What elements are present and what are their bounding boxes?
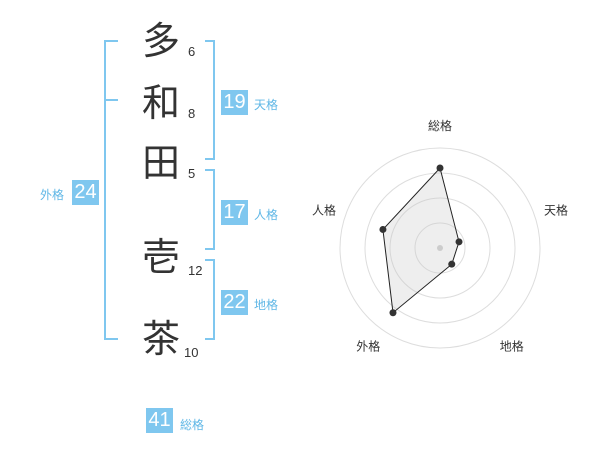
tenkaku-bracket-bottom (205, 158, 215, 160)
tenkaku-label: 天格 (254, 98, 279, 112)
tenkaku-bracket-vertical (213, 40, 215, 160)
chikaku-value: 22 (221, 290, 248, 315)
gaikaku-bracket-mid (104, 99, 118, 101)
chikaku-bracket-bottom (205, 338, 215, 340)
soukaku-value: 41 (146, 408, 173, 433)
name-char-4: 壱 (142, 235, 181, 279)
gaikaku-bracket-bottom (104, 338, 118, 340)
radar-axis-label-5: 人格 (312, 202, 336, 217)
radar-axis-label-3: 地格 (500, 339, 524, 354)
chikaku-label: 地格 (254, 298, 279, 312)
jinkaku-bracket-top (205, 169, 215, 171)
gaikaku-bracket-vertical (104, 40, 106, 340)
gaikaku-bracket-top (104, 40, 118, 42)
name-char-1: 多 (142, 19, 181, 63)
radar-ring-2 (389, 197, 491, 299)
radar-points (379, 164, 463, 317)
radar-point-3 (448, 260, 456, 268)
radar-point-1 (436, 164, 444, 172)
radar-ring-3 (364, 172, 516, 324)
stroke-count-3: 5 (188, 166, 196, 181)
chikaku-bracket-top (205, 259, 215, 261)
chikaku-bracket-vertical (213, 259, 215, 340)
name-char-5: 茶 (142, 317, 181, 361)
gaikaku-label: 外格 (40, 188, 65, 202)
jinkaku-label: 人格 (254, 208, 279, 222)
radar-ring-4 (339, 147, 541, 349)
radar-rings (339, 147, 541, 349)
radar-point-5 (379, 225, 387, 233)
stroke-count-2: 8 (188, 106, 196, 121)
radar-center-dot (437, 245, 443, 251)
jinkaku-bracket-vertical (213, 169, 215, 250)
soukaku-label: 総格 (180, 418, 205, 432)
name-char-3: 田 (142, 141, 181, 185)
jinkaku-value: 17 (221, 200, 248, 225)
stroke-count-1: 6 (188, 44, 196, 59)
radar-polygon (382, 166, 460, 314)
tenkaku-value: 19 (221, 90, 248, 115)
radar-point-2 (455, 238, 463, 246)
name-char-2: 和 (142, 81, 181, 125)
stroke-count-4: 12 (188, 263, 203, 278)
radar-axis-label-4: 外格 (356, 339, 380, 354)
radar-axis-label-1: 総格 (428, 118, 452, 133)
stroke-count-5: 10 (184, 345, 199, 360)
radar-axis-label-2: 天格 (544, 202, 568, 217)
radar-ring-1 (414, 222, 466, 274)
radar-point-4 (389, 309, 397, 317)
gaikaku-value: 24 (72, 180, 99, 205)
tenkaku-bracket-top (205, 40, 215, 42)
jinkaku-bracket-bottom (205, 248, 215, 250)
